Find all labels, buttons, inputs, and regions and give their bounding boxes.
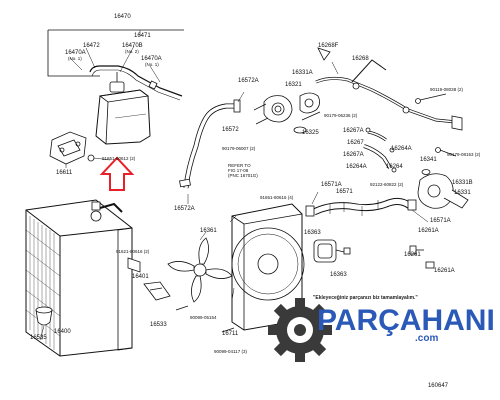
fan-motor-icon <box>313 239 351 263</box>
part-label: 92122-60822 (2) <box>370 182 404 187</box>
part-label: 16331A <box>292 70 313 76</box>
part-label: 90179-06236 (2) <box>324 113 358 118</box>
part-label: 16331 <box>454 190 471 196</box>
part-label: 91651-60612 (2) <box>102 156 136 161</box>
bracket-16611-icon <box>49 131 87 165</box>
water-outlet-icon <box>417 173 469 209</box>
part-label: 90099-04117 (3) <box>214 349 247 354</box>
part-label: 90099-05154 <box>190 315 217 320</box>
part-label: 16572 <box>222 127 239 133</box>
brand-gear-icon <box>268 298 332 362</box>
part-label: 16325 <box>302 130 319 136</box>
part-label: 16535 <box>30 335 47 341</box>
part-label: 16331B <box>452 180 473 186</box>
part-label: 16261A <box>434 268 455 274</box>
part-label: 16267A <box>343 152 364 158</box>
part-label: 16264 <box>386 164 403 170</box>
highlight-arrow-icon <box>99 156 135 191</box>
brand-slogan: "Ekleyeceğiniz parçanızı biz tamamlayalı… <box>313 295 418 301</box>
part-label: 16572A <box>238 78 259 84</box>
brand-watermark: "Ekleyeceğiniz parçanızı biz tamamlayalı… <box>255 276 495 366</box>
part-label: 16571 <box>336 189 353 195</box>
brand-domain: .com <box>415 333 439 344</box>
part-label: 16571A <box>430 218 451 224</box>
part-label: 16363 <box>304 230 321 236</box>
part-label: 90179-06007 (2) <box>222 146 256 151</box>
part-label: 16363 <box>330 272 347 278</box>
water-inlet-icon <box>299 92 320 114</box>
reference-note-line: REFER TO <box>228 163 251 168</box>
part-label: 16341 <box>420 157 437 163</box>
part-label: (No. 1) <box>68 56 82 61</box>
part-label: 16321 <box>285 82 302 88</box>
part-label: 16470 <box>114 14 131 20</box>
part-label: 16268F <box>318 43 339 49</box>
part-label: 90179-08153 (2) <box>447 152 481 157</box>
part-label: 16611 <box>56 170 73 176</box>
part-label: 16472 <box>83 43 100 49</box>
radiator-icon <box>25 199 133 357</box>
reference-note-line: (PNC 16701G) <box>228 173 258 179</box>
thermostat-housing-icon <box>263 95 293 123</box>
part-label: 16572A <box>174 206 195 212</box>
part-label: 16401 <box>132 274 149 280</box>
part-label: 16470B <box>122 43 143 49</box>
reservoir-assembly-bracket <box>47 30 100 77</box>
brand-name: PARÇAHANI <box>317 304 495 337</box>
part-label: 90119-08038 (2) <box>430 87 463 92</box>
part-label: 16261A <box>418 228 439 234</box>
part-label: 16264A <box>346 164 367 170</box>
part-label: 16361 <box>200 228 217 234</box>
part-label: 16264A <box>391 146 412 152</box>
reservoir-hose-icon <box>89 65 183 97</box>
part-label: 16470A <box>141 56 162 62</box>
part-label: 16261 <box>404 252 421 258</box>
reference-note-line: FIG 17-08 <box>228 168 249 174</box>
radiator-support-icon <box>127 257 171 301</box>
part-label: 16267 <box>347 140 364 146</box>
cooling-fan-icon <box>167 237 233 303</box>
radiator-mount-icon <box>35 306 53 326</box>
part-label: (No. 2) <box>125 49 139 54</box>
drain-plug-icon <box>409 245 435 269</box>
part-label: 91621-80616 (2) <box>116 249 150 254</box>
part-label: 16470A <box>65 50 86 56</box>
part-label: 16267A <box>343 128 364 134</box>
part-label: 16400 <box>54 329 71 335</box>
part-label: (No. 1) <box>145 62 159 67</box>
part-label: 16268 <box>352 56 369 62</box>
part-label: 16533 <box>150 322 167 328</box>
figure-code: 160647 <box>427 383 448 389</box>
fan-shroud-icon <box>231 203 305 331</box>
part-label: 16471 <box>134 33 151 39</box>
part-label: 91651-80616 (4) <box>260 195 294 200</box>
part-label: 16711 <box>222 331 239 337</box>
reference-note: REFER TO FIG 17-08 (PNC 16701G) <box>228 163 258 179</box>
part-label: 16571A <box>321 182 342 188</box>
reserve-tank-icon <box>95 72 151 145</box>
